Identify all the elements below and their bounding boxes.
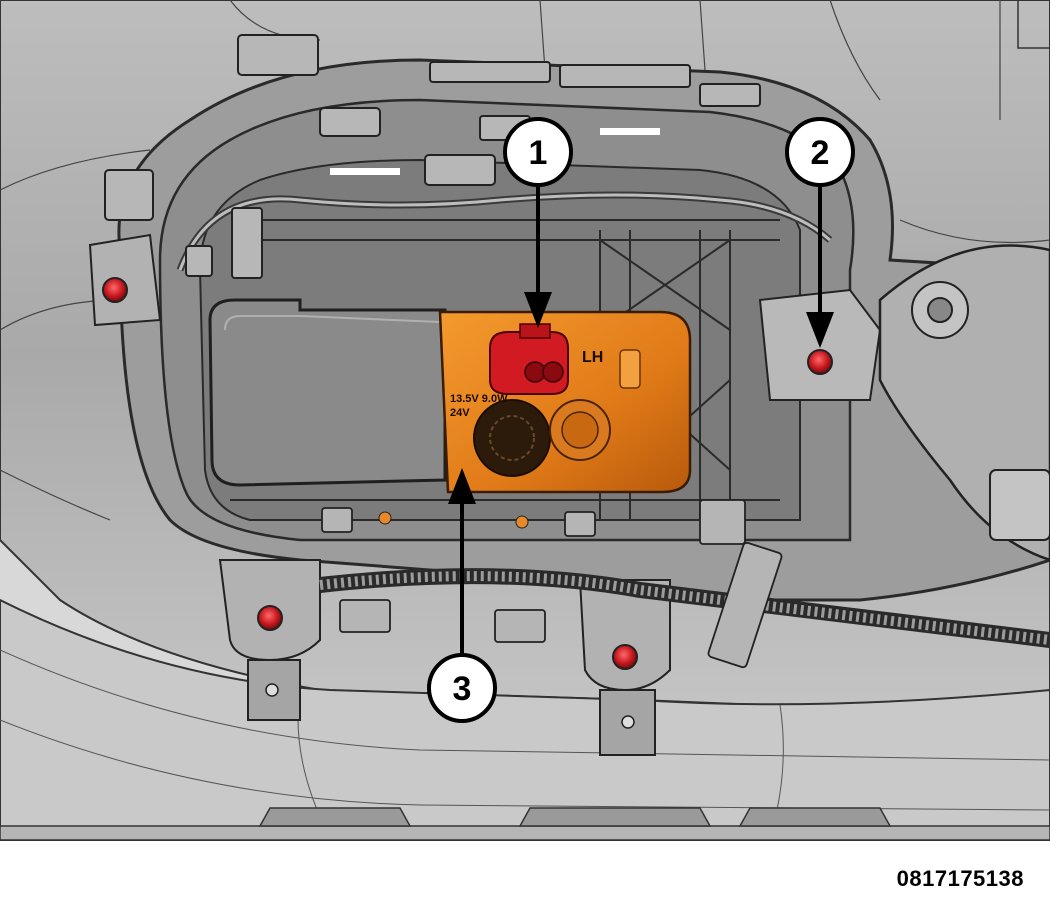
document-number: 0817175138 — [896, 866, 1024, 891]
top-clip-slots — [330, 128, 660, 175]
lower-clips — [321, 499, 783, 669]
bottom-center-tab — [578, 579, 671, 756]
left-mounting-tab — [88, 233, 162, 327]
callout-number-1: 1 — [529, 134, 548, 172]
lower-harness-ribbing — [319, 571, 1050, 645]
wire-harness-highlight — [178, 193, 831, 271]
orange-markers — [378, 511, 529, 529]
corner-slot — [1017, 0, 1050, 49]
fastener-bottom-center — [612, 644, 638, 670]
callout-2: 2 — [785, 117, 855, 348]
side-label: LH — [582, 349, 603, 366]
fastener-left-upper — [102, 277, 128, 303]
callout-number-3: 3 — [453, 670, 472, 708]
mounting-fastener — [807, 349, 833, 375]
callout-number-2: 2 — [811, 134, 830, 172]
bulb-socket-connector — [489, 323, 569, 395]
rating-label-line1: 13.5V 9.0W — [450, 393, 508, 405]
top-clips — [104, 34, 761, 279]
lower-fascia — [0, 598, 1050, 841]
rating-label-line2: 24V — [450, 407, 470, 419]
shield-highlight — [224, 315, 441, 331]
socket-round-left — [473, 399, 551, 477]
fascia-bottom-edge — [0, 825, 1050, 841]
bottom-left-tab — [218, 559, 321, 721]
fastener-bottom-left — [257, 605, 283, 631]
adjacent-assembly-details — [911, 281, 1050, 541]
fascia-bottom-tabs — [258, 807, 892, 827]
callout-1: 1 — [503, 117, 573, 328]
gray-shield-cover — [208, 298, 447, 487]
callout-3: 3 — [427, 468, 497, 723]
